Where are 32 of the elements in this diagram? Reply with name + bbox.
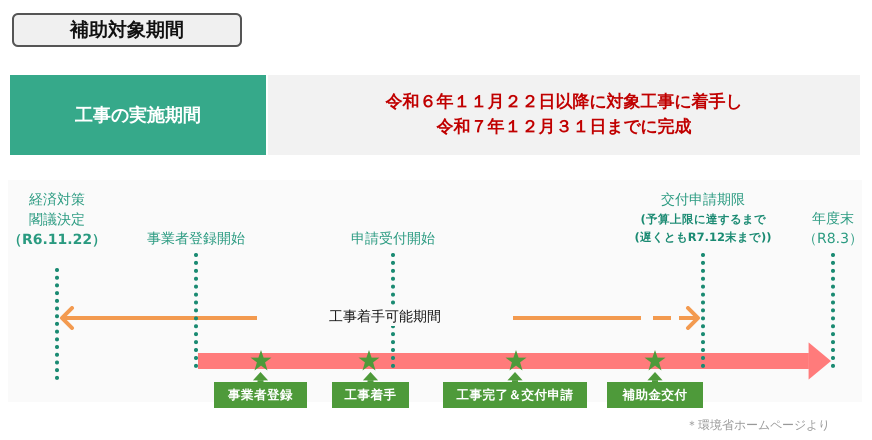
star-icon [250,350,272,372]
milestone-label: 申請受付開始 [350,230,436,249]
milestone-note: （R8.3） [802,230,864,249]
milestone-label: 交付申請期限 [660,191,746,210]
milestone-note: （R6.11.22） [6,231,108,250]
arrow [647,372,663,382]
step-box: 事業者登録 [214,382,307,408]
arrow [252,372,268,382]
period-text: 令和６年１１月２２日以降に対象工事に着手し令和７年１２月３１日までに完成 [384,91,744,139]
timeline-marker [194,253,198,368]
star-icon [505,350,527,372]
source-note: ＊環境省ホームページより [686,417,830,434]
arrow [513,306,700,330]
milestone-note: (遅くともR7.12末まで)) [634,229,772,246]
arrow [60,306,257,330]
timeline-marker [55,268,59,380]
milestone-label: 事業者登録開始 [146,230,246,249]
star-icon [644,350,666,372]
section-heading: 補助対象期間 [12,13,242,47]
arrow [198,342,831,380]
star-icon [358,350,380,372]
milestone-label: 経済対策閣議決定 [28,191,86,230]
arrow [362,372,378,382]
header-cell: 工事の実施期間 [10,75,266,155]
timeline-marker [701,253,705,368]
arrow [507,372,523,382]
milestone-label: 年度末 [811,210,855,229]
timeline-marker [831,253,835,368]
step-box: 補助金交付 [607,382,703,408]
step-box: 工事着手 [332,382,409,408]
milestone-note: (予算上限に達するまで [640,211,766,228]
step-box: 工事完了＆交付申請 [443,382,587,408]
